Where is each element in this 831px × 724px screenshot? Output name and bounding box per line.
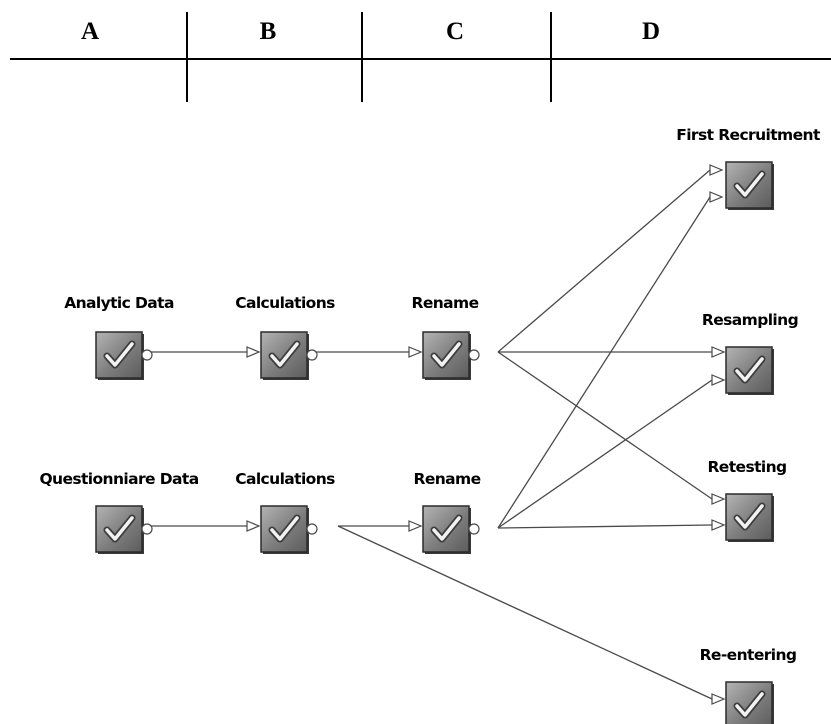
output-port[interactable]	[468, 523, 480, 535]
output-port[interactable]	[141, 523, 153, 535]
input-arrow-rename_1	[408, 346, 423, 358]
input-arrow-first_recruitment	[709, 164, 724, 176]
input-arrow-re_entering	[711, 693, 726, 705]
input-arrow-retesting	[711, 519, 726, 531]
label-rename-1: Rename	[411, 294, 479, 312]
edges-layer	[148, 164, 726, 705]
edge-rename_2-to-resampling	[497, 379, 713, 529]
node-calc-2[interactable]	[260, 505, 318, 554]
node-analytic-data[interactable]	[95, 331, 153, 380]
edge-calc_2-to-re_entering	[337, 525, 713, 700]
node-re-entering[interactable]	[725, 681, 774, 724]
input-arrow-resampling	[711, 374, 726, 386]
node-box	[725, 681, 773, 724]
edge-rename_2-to-retesting	[497, 524, 713, 529]
label-re-entering: Re-entering	[699, 646, 797, 664]
label-analytic-data: Analytic Data	[64, 294, 174, 312]
column-header-a: A	[80, 18, 100, 45]
label-rename-2: Rename	[413, 470, 481, 488]
edge-rename_1-to-retesting	[497, 351, 713, 500]
label-calculations-1: Calculations	[235, 294, 335, 312]
output-port[interactable]	[306, 349, 318, 361]
node-resampling[interactable]	[725, 346, 774, 395]
node-rename-1[interactable]	[422, 331, 480, 380]
output-port[interactable]	[306, 523, 318, 535]
label-questionnaire-data: Questionniare Data	[39, 470, 199, 488]
nodes-layer	[95, 161, 774, 724]
label-retesting: Retesting	[707, 458, 787, 476]
column-header-c: C	[445, 18, 465, 45]
input-arrow-calc_2	[246, 520, 261, 532]
output-port[interactable]	[468, 349, 480, 361]
label-first-recruitment: First Recruitment	[676, 126, 820, 144]
node-questionnaire-data[interactable]	[95, 505, 153, 554]
label-resampling: Resampling	[701, 311, 799, 329]
input-arrow-retesting	[711, 493, 726, 505]
node-calc-1[interactable]	[260, 331, 318, 380]
edge-rename_2-to-first_recruitment	[497, 196, 711, 529]
input-arrow-first_recruitment	[709, 191, 724, 203]
column-header-d: D	[641, 18, 661, 45]
input-arrow-resampling	[711, 346, 726, 358]
label-calculations-2: Calculations	[235, 470, 335, 488]
edge-rename_1-to-first_recruitment	[497, 169, 711, 353]
input-arrow-calc_1	[246, 346, 261, 358]
node-retesting[interactable]	[725, 493, 774, 542]
column-header-b: B	[259, 18, 277, 45]
output-port[interactable]	[141, 349, 153, 361]
input-arrow-rename_2	[408, 520, 423, 532]
node-first-recruitment[interactable]	[725, 161, 774, 210]
node-rename-2[interactable]	[422, 505, 480, 554]
